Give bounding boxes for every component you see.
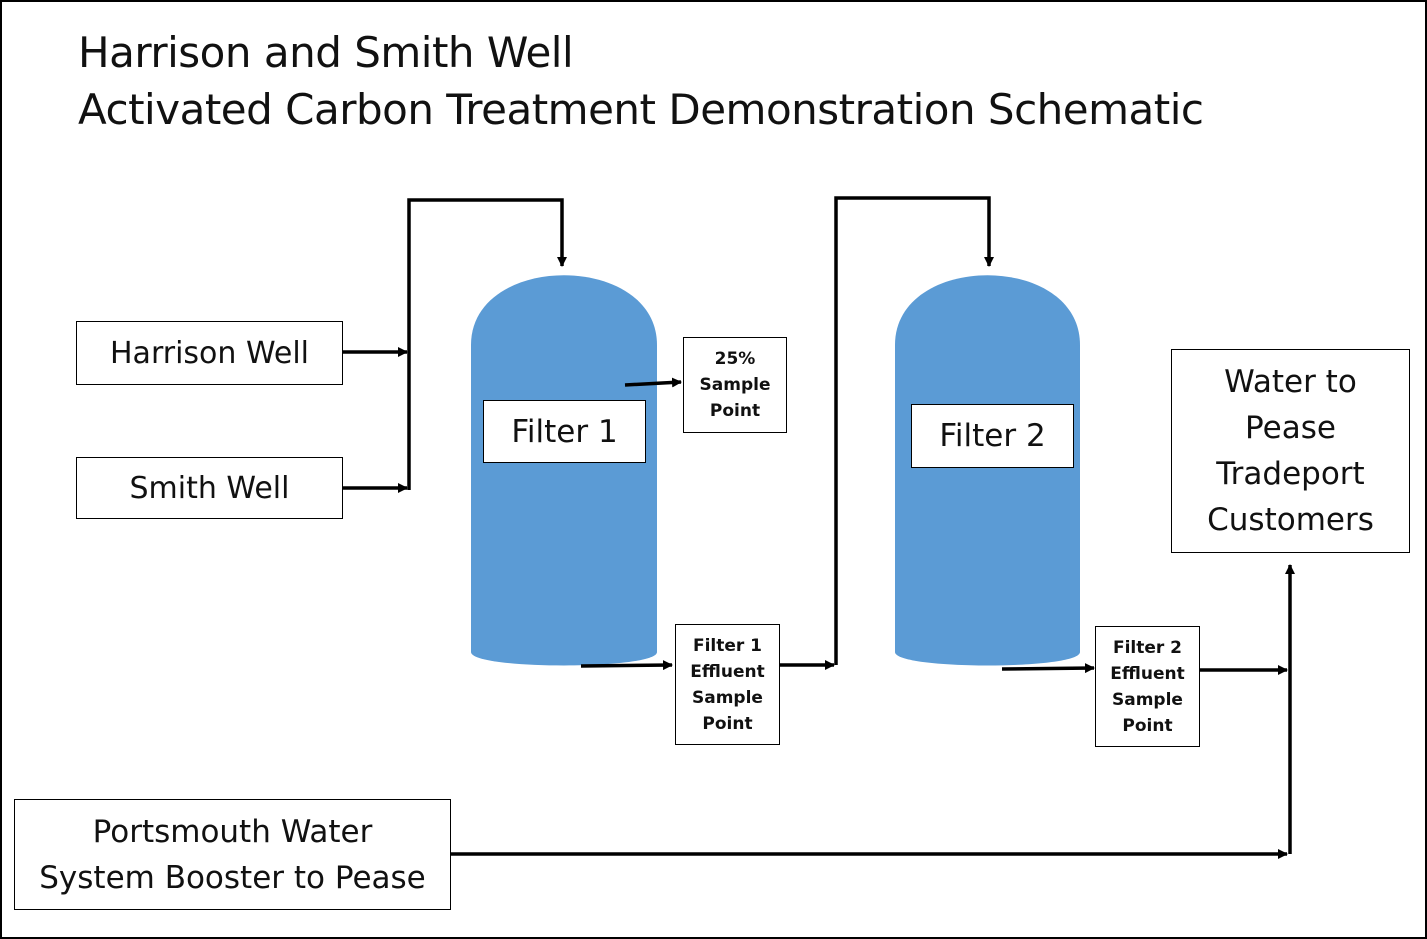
pipe-filter-2-out — [1001, 663, 1095, 674]
pease-tradeport-customers-box: Water to Pease Tradeport Customers — [1171, 349, 1410, 553]
portsmouth-line-2: System Booster to Pease — [39, 859, 426, 896]
harrison-well-label: Harrison Well — [110, 335, 309, 371]
pipe-25pct-sample — [624, 377, 682, 388]
filter-1-label: Filter 1 — [511, 413, 618, 450]
f1-effluent-line-3: Sample — [692, 687, 763, 708]
f2-effluent-line-4: Point — [1122, 715, 1173, 736]
sample-point-25pct-box: 25% Sample Point — [683, 337, 787, 433]
f2-effluent-line-2: Effluent — [1110, 663, 1185, 684]
f1-effluent-line-4: Point — [702, 713, 753, 734]
portsmouth-line-1: Portsmouth Water — [92, 813, 373, 850]
destination-line-3: Tradeport — [1216, 456, 1365, 492]
filter-2-label-box: Filter 2 — [911, 404, 1074, 468]
filter-2-tank-body — [895, 275, 1080, 666]
filter-2-tank — [895, 275, 1080, 666]
diagram-title: Harrison and Smith Well Activated Carbon… — [78, 24, 1204, 138]
sample-25pct-line-1: 25% — [714, 349, 756, 369]
filter-1-effluent-sample-box: Filter 1 Effluent Sample Point — [675, 624, 780, 745]
filter-2-label: Filter 2 — [939, 418, 1046, 454]
portsmouth-booster-box: Portsmouth Water System Booster to Pease — [14, 799, 451, 910]
sample-25pct-line-3: Point — [709, 401, 761, 421]
title-line-2: Activated Carbon Treatment Demonstration… — [78, 85, 1204, 134]
f1-effluent-line-1: Filter 1 — [692, 635, 763, 656]
f2-effluent-line-1: Filter 2 — [1112, 637, 1183, 658]
f2-effluent-line-3: Sample — [1112, 689, 1183, 710]
filter-1-tank — [471, 275, 657, 666]
smith-well-box: Smith Well — [76, 457, 343, 519]
title-line-1: Harrison and Smith Well — [78, 28, 574, 77]
pipe-to-filter-2 — [834, 196, 994, 665]
sample-25pct-line-2: Sample — [699, 375, 771, 395]
destination-line-4: Customers — [1207, 502, 1374, 538]
smith-well-label: Smith Well — [129, 470, 290, 506]
pipe-filter-1-out — [580, 660, 673, 671]
destination-line-1: Water to — [1224, 364, 1357, 400]
harrison-well-box: Harrison Well — [76, 321, 343, 385]
filter-1-label-box: Filter 1 — [483, 400, 646, 463]
destination-line-2: Pease — [1245, 410, 1336, 446]
f1-effluent-line-2: Effluent — [690, 661, 765, 682]
pipe-to-filter-1 — [407, 198, 567, 490]
filter-1-tank-body — [471, 275, 657, 666]
filter-2-effluent-sample-box: Filter 2 Effluent Sample Point — [1095, 626, 1200, 747]
